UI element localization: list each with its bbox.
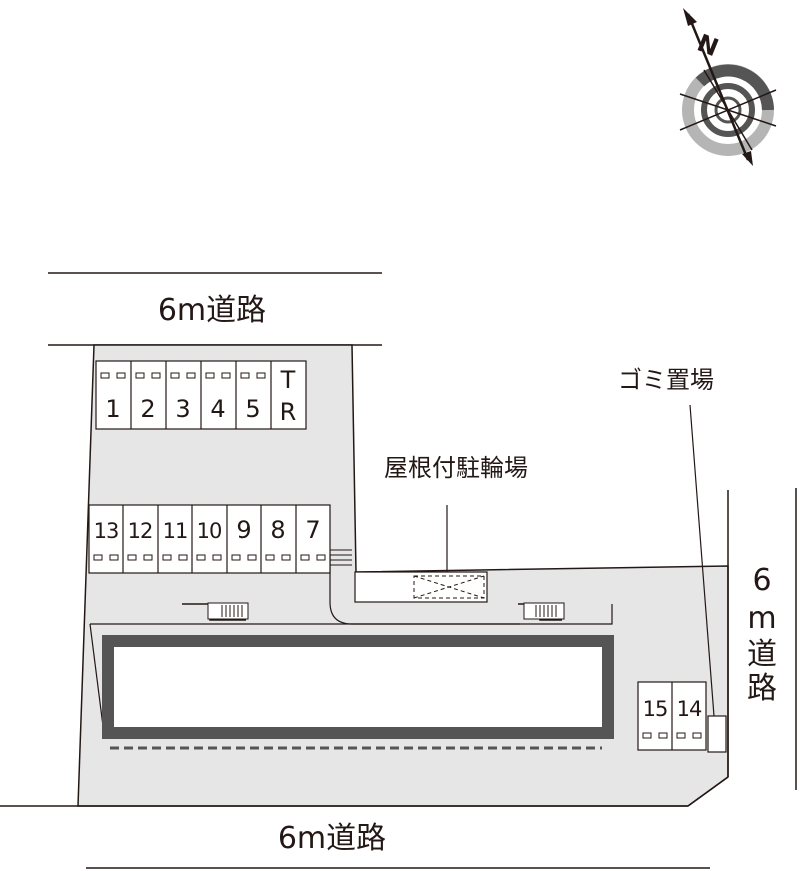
- parking-space-12: 12: [128, 519, 153, 543]
- parking-space-2: 2: [140, 395, 155, 423]
- parking-space-14: 14: [677, 697, 702, 721]
- parking-space-5: 5: [245, 395, 260, 423]
- parking-top-row: 1 2 3 4 5 T R: [95, 360, 307, 430]
- parking-right-block: 15 14: [637, 681, 707, 751]
- right-road-label-1: 6: [752, 563, 771, 598]
- garbage-area: ゴミ置場: [618, 366, 727, 753]
- parking-space-7: 7: [305, 516, 320, 544]
- right-road: 6 m 道 路: [727, 488, 797, 790]
- parking-space-1: 1: [105, 395, 120, 423]
- parking-middle-row: 13 12 11 10 9 8 7: [88, 504, 331, 574]
- stair-right-icon: [518, 602, 565, 621]
- right-road-label-3: 道: [747, 637, 777, 672]
- bicycle-parking-label: 屋根付駐輪場: [384, 454, 528, 482]
- compass-north-label: N: [693, 29, 722, 62]
- parking-space-11: 11: [163, 519, 188, 543]
- parking-space-3: 3: [175, 395, 190, 423]
- bottom-road: 6m道路: [0, 776, 729, 869]
- parking-space-10: 10: [197, 519, 222, 543]
- parking-space-9: 9: [236, 516, 251, 544]
- right-road-label-4: 路: [747, 671, 777, 706]
- garbage-area-label: ゴミ置場: [618, 366, 714, 394]
- right-road-label-2: m: [747, 601, 776, 636]
- trunk-room-r: R: [280, 398, 297, 426]
- parking-space-15: 15: [643, 697, 668, 721]
- parking-space-4: 4: [210, 395, 225, 423]
- bottom-road-label: 6m道路: [278, 821, 386, 856]
- parking-space-13: 13: [94, 519, 119, 543]
- bicycle-parking: 屋根付駐輪場: [354, 454, 528, 603]
- top-road: 6m道路: [48, 272, 382, 346]
- compass-icon: N: [679, 8, 777, 166]
- top-road-label: 6m道路: [158, 293, 266, 328]
- parking-space-8: 8: [270, 516, 285, 544]
- trunk-room-t: T: [280, 366, 296, 394]
- stair-left-icon: [182, 602, 249, 621]
- building: [89, 604, 614, 750]
- steps: [330, 549, 352, 566]
